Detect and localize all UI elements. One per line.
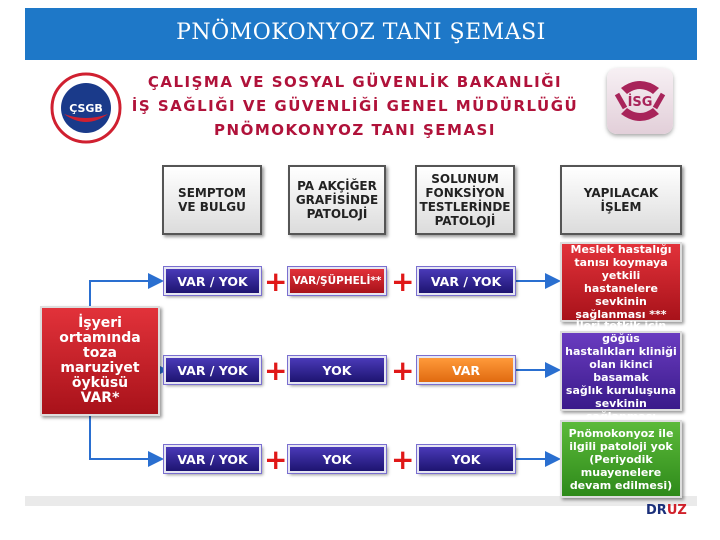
header-text: SOLUNUM [431,172,499,186]
plus-sign: + [391,443,415,476]
header-text: FONKSİYON [425,186,505,200]
logo-left-text: ÇSGB [69,102,103,115]
plus-sign: + [264,354,288,387]
plus-sign: + [391,354,415,387]
plus-sign: + [264,265,288,298]
exposure-history-box: İşyeri ortamında toza maruziyet öyküsü V… [40,306,160,416]
action-line: sevkinin sağlanması [585,397,657,423]
action-line: hastalıkları kliniği [565,345,677,358]
action-line: sevkinin [595,295,647,308]
plus-sign: + [391,265,415,298]
ministry-logo-icon: ÇSGB [50,72,122,144]
row2-xray-cell: YOK [288,356,386,384]
action-line: yetkili hastanelere [584,269,658,295]
druz-watermark: DRUZ [646,503,687,518]
header-text: PA AKÇİĞER [297,179,377,193]
row1-symptom-cell: VAR / YOK [164,267,261,295]
exposure-line: toza [83,345,117,361]
isg-logo-icon: İSG [607,68,673,134]
logo-right-text: İSG [628,94,653,110]
header-text: PATOLOJİ [306,207,368,221]
header-text: VE BULGU [178,200,246,214]
plus-sign: + [264,443,288,476]
header-text: TESTLERİNDE [419,200,511,214]
header-line-2: İŞ SAĞLIĞI VE GÜVENLİĞİ GENEL MÜDÜRLÜĞÜ [131,97,579,115]
header-line-3: PNÖMOKONYOZ TANI ŞEMASI [214,121,496,139]
header-text: YAPILACAK [583,186,659,200]
header-text: İŞLEM [600,200,642,214]
row1-respiratory-cell: VAR / YOK [417,267,515,295]
action-line: ilgili patoloji yok [569,439,673,453]
header-text: SEMPTOM [178,186,246,200]
exposure-line: İşyeri [78,315,122,331]
row1-xray-cell: VAR/ŞÜPHELİ** [288,267,386,295]
exposure-line: öyküsü [71,375,129,391]
row2-action-box: İleri tetkik için göğüs hastalıkları kli… [560,319,682,423]
action-line: sağlanması *** [575,308,667,321]
row3-xray-cell: YOK [288,445,386,473]
action-line: devam edilmesi) [569,478,673,492]
header-text: GRAFİSİNDE [295,193,379,207]
row3-action-box: Pnömokonyoz ile ilgili patoloji yok (Per… [560,420,682,498]
exposure-line: VAR* [80,390,120,406]
action-line: Pnömokonyoz ile [568,426,674,440]
header-line-1: ÇALIŞMA VE SOSYAL GÜVENLİK BAKANLIĞI [147,73,563,91]
exposure-line: maruziyet [60,360,140,376]
row3-respiratory-cell: YOK [417,445,515,473]
action-line: tanısı koymaya [574,256,668,269]
action-line: Meslek hastalığı [570,243,672,256]
row1-action-box: Meslek hastalığı tanısı koymaya yetkili … [560,242,682,322]
watermark-part: UZ [666,503,687,518]
action-line: (Periyodik [589,452,653,466]
action-line: olan ikinci basamak [589,358,653,384]
bottom-rule [25,496,697,506]
action-line: İleri tetkik için göğüs [575,319,667,345]
watermark-part: DR [646,503,667,518]
slide-title: PNÖMOKONYOZ TANI ŞEMASI [25,8,697,60]
header-text: PATOLOJİ [434,214,496,228]
row2-respiratory-cell: VAR [417,356,515,384]
row3-symptom-cell: VAR / YOK [164,445,261,473]
exposure-line: ortamında [59,330,141,346]
action-line: sağlık kuruluşuna [565,384,677,397]
row2-symptom-cell: VAR / YOK [164,356,261,384]
action-line: muayenelere [580,465,662,479]
